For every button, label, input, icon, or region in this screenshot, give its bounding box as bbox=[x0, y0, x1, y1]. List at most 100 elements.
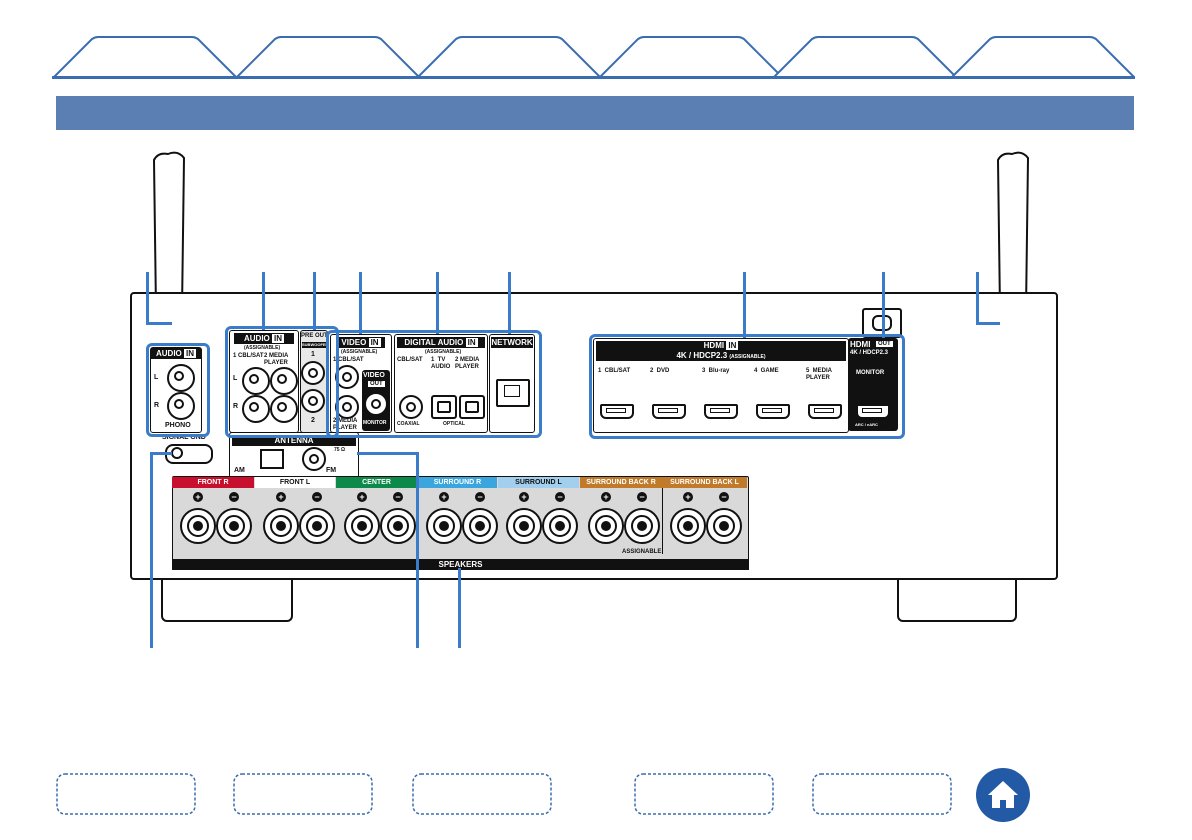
phono-label: PHONO bbox=[165, 422, 191, 429]
hdmi-in-header: HDMI IN 4K / HDCP2.3 (ASSIGNABLE) bbox=[596, 341, 846, 361]
callout-line bbox=[743, 272, 746, 338]
pre-out-1-label: 1 bbox=[311, 351, 315, 358]
callout-line bbox=[416, 452, 419, 648]
speaker-binding-post bbox=[706, 508, 742, 544]
minus-terminal-icon: − bbox=[555, 492, 565, 502]
speaker-channel-header: SURROUND R bbox=[418, 477, 497, 488]
callout-line bbox=[436, 272, 439, 334]
home-icon bbox=[988, 781, 1018, 808]
coaxial-label: COAXIAL bbox=[397, 421, 420, 427]
tab-3[interactable] bbox=[416, 36, 601, 78]
assignable-divider bbox=[662, 488, 663, 554]
minus-terminal-icon: − bbox=[229, 492, 239, 502]
hdmi-in-port bbox=[704, 404, 738, 419]
callout-line bbox=[146, 272, 149, 324]
speaker-binding-post bbox=[542, 508, 578, 544]
video-in-port1-label: 1 CBL/SAT bbox=[333, 357, 364, 363]
audio-in-2r-jack bbox=[270, 395, 298, 423]
callout-line bbox=[976, 322, 1000, 325]
signal-gnd-label: SIGNAL GND bbox=[162, 434, 206, 441]
audio-in-2l-jack bbox=[270, 367, 298, 395]
video-out-label: OUT bbox=[368, 381, 385, 387]
tab-bar-underline bbox=[52, 76, 1135, 79]
plus-terminal-icon: + bbox=[357, 492, 367, 502]
speaker-binding-post bbox=[299, 508, 335, 544]
callout-box-video-digital bbox=[326, 330, 542, 438]
audio-in-port1-label: 1 CBL/SAT bbox=[233, 353, 264, 359]
callout-line bbox=[359, 272, 362, 334]
plus-terminal-icon: + bbox=[193, 492, 203, 502]
video-in-port2-label: 2 MEDIA PLAYER bbox=[333, 418, 358, 431]
minus-terminal-icon: − bbox=[475, 492, 485, 502]
callout-line bbox=[882, 272, 885, 338]
video-in-assignable-label: (ASSIGNABLE) bbox=[341, 349, 378, 355]
hdmi-out-monitor-label: MONITOR bbox=[856, 370, 885, 376]
fm-label: FM bbox=[326, 467, 337, 474]
ethernet-port bbox=[496, 379, 530, 407]
hdmi-in-port-label: 2 DVD bbox=[650, 368, 670, 374]
speaker-binding-post bbox=[588, 508, 624, 544]
speaker-channel-header: SURROUND L bbox=[498, 477, 579, 488]
hdmi-in-port bbox=[808, 404, 842, 419]
tab-5[interactable] bbox=[772, 36, 957, 78]
callout-box-audio bbox=[225, 326, 339, 438]
video-in-header: VIDEO IN bbox=[337, 337, 385, 348]
digital-mp-label: 2 MEDIA PLAYER bbox=[455, 357, 480, 370]
speaker-binding-post bbox=[344, 508, 380, 544]
audio-in-header: AUDIO IN bbox=[234, 333, 294, 344]
digital-audio-header: DIGITAL AUDIO IN bbox=[397, 337, 485, 348]
digital-audio-assignable-label: (ASSIGNABLE) bbox=[425, 349, 462, 355]
pre-out-2-label: 2 bbox=[311, 417, 315, 424]
callout-line bbox=[976, 272, 979, 324]
audio-in-r-label: R bbox=[233, 403, 239, 410]
speaker-binding-post bbox=[380, 508, 416, 544]
fm-ohm-label: 75 Ω bbox=[334, 447, 345, 453]
callout-line bbox=[458, 568, 461, 648]
tab-6[interactable] bbox=[950, 36, 1135, 78]
pre-out-2-jack bbox=[301, 389, 325, 413]
hdmi-in-port bbox=[652, 404, 686, 419]
audio-in-1l-jack bbox=[242, 367, 270, 395]
callout-box-phono bbox=[146, 343, 210, 437]
minus-terminal-icon: − bbox=[312, 492, 322, 502]
nav-button-4[interactable] bbox=[634, 773, 774, 815]
hdmi-out-block: HDMI OUT 4K / HDCP2.3 MONITOR ARC / eARC bbox=[848, 338, 898, 431]
nav-button-2[interactable] bbox=[233, 773, 373, 815]
digital-audio-block: DIGITAL AUDIO IN (ASSIGNABLE) CBL/SAT 1 … bbox=[394, 334, 488, 433]
plus-terminal-icon: + bbox=[683, 492, 693, 502]
tab-4[interactable] bbox=[598, 36, 783, 78]
plus-terminal-icon: + bbox=[601, 492, 611, 502]
video-out-jack bbox=[364, 392, 388, 416]
hdmi-in-port bbox=[756, 404, 790, 419]
tab-1[interactable] bbox=[52, 36, 237, 78]
speaker-channel-header: SURROUND BACK R bbox=[580, 477, 662, 488]
video-out-header: VIDEO bbox=[363, 372, 385, 379]
phono-r-label: R bbox=[154, 402, 160, 409]
digital-cblsat-label: CBL/SAT bbox=[397, 357, 423, 363]
video-out-monitor-label: MONITOR bbox=[363, 420, 387, 426]
speakers-assignable-label: ASSIGNABLE bbox=[622, 549, 662, 555]
hdmi-out-sub-label: 4K / HDCP2.3 bbox=[850, 350, 889, 356]
hdmi-in-port-label: 1 CBL/SAT bbox=[598, 368, 631, 374]
audio-in-phono-header: AUDIO IN bbox=[151, 348, 201, 359]
optical-label: OPTICAL bbox=[443, 421, 465, 427]
pre-out-1-jack bbox=[301, 361, 325, 385]
coaxial-jack bbox=[399, 395, 423, 419]
speaker-binding-post bbox=[216, 508, 252, 544]
nav-button-1[interactable] bbox=[56, 773, 196, 815]
audio-in-phono-block: AUDIO IN L R PHONO bbox=[150, 347, 202, 433]
speaker-binding-post bbox=[263, 508, 299, 544]
pre-out-subwoofer-label: SUBWOOFER bbox=[302, 342, 329, 348]
callout-line bbox=[262, 272, 265, 330]
home-button[interactable] bbox=[976, 768, 1030, 822]
phono-l-label: L bbox=[154, 374, 159, 381]
tab-2[interactable] bbox=[235, 36, 420, 78]
callout-line bbox=[146, 322, 172, 325]
optical-1-jack bbox=[431, 395, 457, 419]
digital-tv-label: 1 TV AUDIO bbox=[431, 357, 451, 370]
audio-in-assignable-label: (ASSIGNABLE) bbox=[244, 345, 281, 351]
nav-button-5[interactable] bbox=[812, 773, 952, 815]
speaker-binding-post bbox=[670, 508, 706, 544]
am-terminal bbox=[260, 449, 284, 469]
nav-button-3[interactable] bbox=[412, 773, 552, 815]
